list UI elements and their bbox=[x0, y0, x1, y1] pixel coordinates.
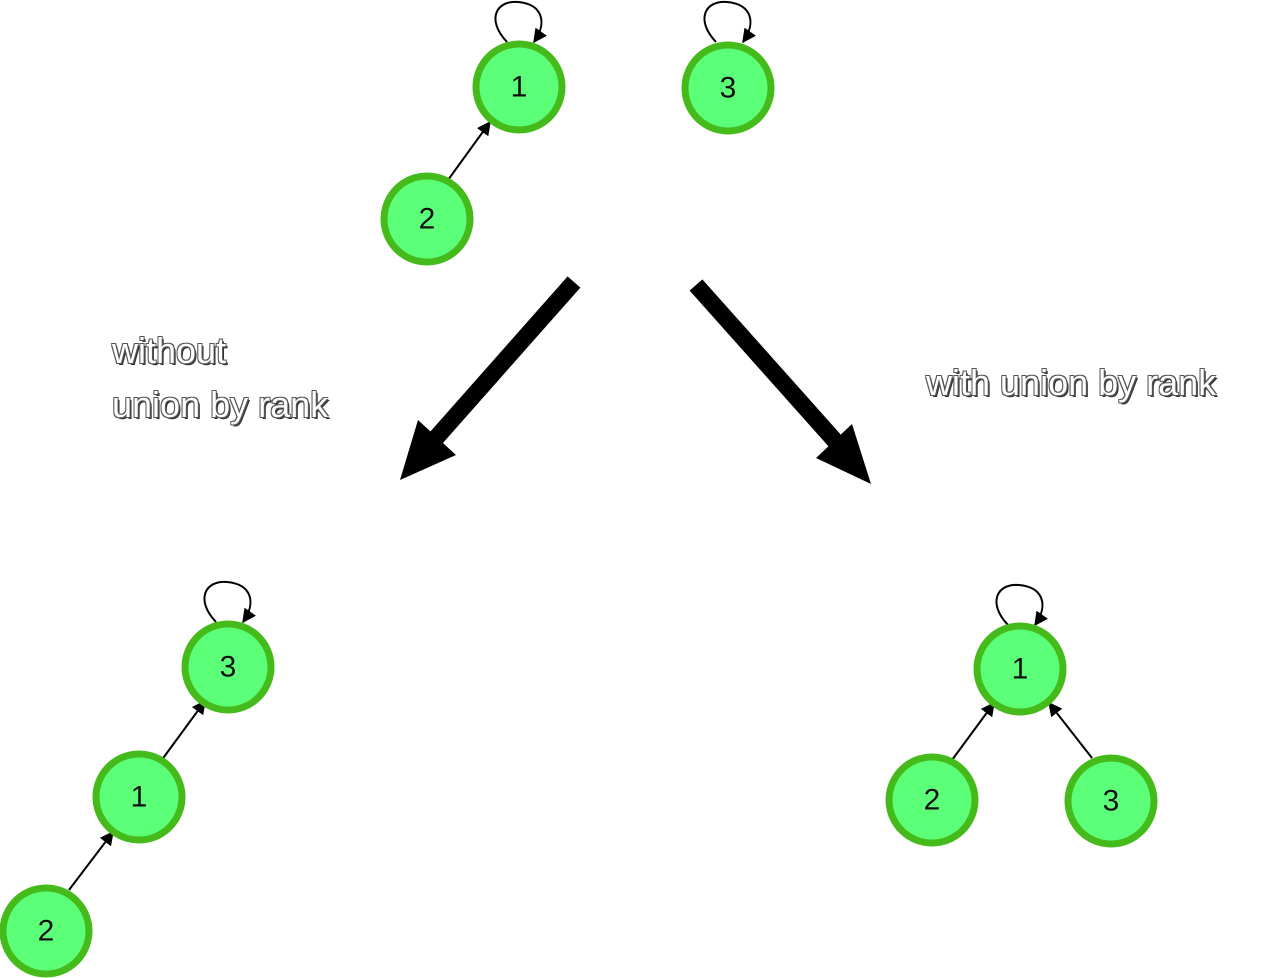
self-loop-left-3 bbox=[203, 580, 256, 624]
right-result-tree: 1 2 3 bbox=[885, 583, 1158, 848]
edge-right-2-to-1 bbox=[951, 701, 995, 761]
label-left-line1: without bbox=[112, 330, 227, 371]
label-left-line2: union by rank bbox=[112, 384, 329, 425]
edge-right-3-to-1 bbox=[1048, 701, 1093, 759]
edge-left-2-to-1 bbox=[68, 830, 114, 891]
self-loop-top-1 bbox=[494, 0, 547, 44]
edge-left-1-to-3 bbox=[160, 699, 206, 762]
label-right: with union by rank bbox=[926, 362, 1217, 403]
edge-top-2-to-1 bbox=[447, 120, 491, 181]
label-without-union-by-rank: without union by rank bbox=[112, 324, 328, 432]
node-top-2: 2 bbox=[380, 172, 474, 266]
node-left-1-label: 1 bbox=[131, 781, 148, 814]
node-top-3: 3 bbox=[681, 41, 775, 135]
node-right-3-label: 3 bbox=[1103, 785, 1120, 818]
node-top-1-label: 1 bbox=[511, 71, 528, 104]
node-right-1: 1 bbox=[973, 622, 1067, 716]
node-right-3: 3 bbox=[1064, 754, 1158, 848]
top-tree-1: 1 2 bbox=[380, 0, 566, 266]
left-result-tree: 3 1 2 bbox=[0, 580, 275, 978]
label-with-union-by-rank: with union by rank bbox=[926, 356, 1216, 410]
self-loop-top-3 bbox=[703, 0, 756, 44]
node-left-3-label: 3 bbox=[220, 651, 237, 684]
node-right-2-label: 2 bbox=[924, 784, 941, 817]
node-top-2-label: 2 bbox=[419, 203, 436, 236]
node-left-3: 3 bbox=[181, 620, 275, 714]
node-left-1: 1 bbox=[92, 750, 186, 844]
node-left-2-label: 2 bbox=[38, 915, 55, 948]
node-right-2: 2 bbox=[885, 753, 979, 847]
node-right-1-label: 1 bbox=[1012, 653, 1029, 686]
self-loop-right-1 bbox=[995, 583, 1048, 627]
top-tree-3: 3 bbox=[681, 0, 775, 135]
node-top-1: 1 bbox=[472, 40, 566, 134]
node-left-2: 2 bbox=[0, 884, 93, 978]
node-top-3-label: 3 bbox=[720, 72, 737, 105]
arrow-left bbox=[400, 276, 581, 480]
arrow-right bbox=[689, 279, 871, 484]
